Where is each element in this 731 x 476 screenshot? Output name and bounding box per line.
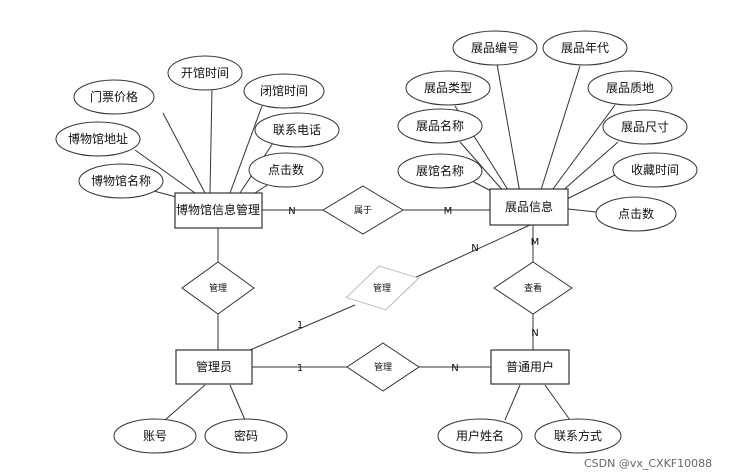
svg-text:展品年代: 展品年代 — [561, 41, 609, 55]
card-belongs-exhibit: M — [444, 206, 453, 217]
attr-exhibit-material: 展品质地 — [587, 70, 673, 106]
svg-text:闭馆时间: 闭馆时间 — [260, 83, 308, 98]
attr-user-name: 用户姓名 — [437, 418, 523, 454]
svg-text:管理员: 管理员 — [196, 359, 232, 374]
entity-museum: 博物馆信息管理 — [174, 192, 263, 229]
svg-text:查看: 查看 — [524, 282, 542, 294]
svg-text:展品编号: 展品编号 — [471, 40, 519, 55]
attr-admin-account: 账号 — [113, 418, 197, 454]
line-admin-account — [164, 384, 206, 421]
rel-admin-user: 管理 — [346, 342, 420, 392]
line-user-contact — [544, 384, 571, 421]
svg-text:密码: 密码 — [234, 428, 258, 443]
svg-text:博物馆信息管理: 博物馆信息管理 — [176, 202, 260, 217]
svg-text:博物馆地址: 博物馆地址 — [68, 131, 128, 146]
line-museum-open — [209, 87, 213, 194]
line-exhibit-size — [559, 141, 619, 194]
attr-museum-price: 门票价格 — [73, 79, 155, 115]
line-museum-price — [162, 112, 206, 194]
line-museum-close — [229, 105, 263, 194]
card-admin-exhibit-exhibit: N — [471, 243, 478, 254]
svg-text:展品质地: 展品质地 — [606, 81, 654, 95]
card-admin-exhibit-admin: 1 — [297, 320, 303, 331]
svg-text:开馆时间: 开馆时间 — [181, 65, 229, 80]
svg-text:属于: 属于 — [354, 205, 372, 216]
svg-text:展品类型: 展品类型 — [424, 81, 472, 95]
rel-belongs: 属于 — [322, 185, 404, 235]
line-museum-address — [134, 149, 196, 194]
svg-text:展品信息: 展品信息 — [505, 199, 553, 214]
svg-text:收藏时间: 收藏时间 — [631, 163, 679, 177]
attr-museum-name: 博物馆名称 — [78, 163, 164, 199]
entity-exhibit: 展品信息 — [489, 188, 569, 226]
entity-admin: 管理员 — [175, 349, 253, 385]
card-admin-user-user: N — [451, 363, 458, 374]
entity-user: 普通用户 — [490, 349, 570, 385]
card-view-user: N — [531, 328, 538, 339]
card-view-exhibit: M — [531, 237, 540, 248]
line-exhibit-clicks — [567, 208, 597, 213]
card-belongs-museum: N — [288, 206, 295, 217]
line-admin-manage-exhibit — [249, 304, 356, 351]
attr-exhibit-collect-time: 收藏时间 — [612, 152, 698, 188]
svg-text:普通用户: 普通用户 — [506, 359, 554, 374]
svg-text:展品名称: 展品名称 — [416, 118, 464, 133]
exhibit-attributes: 展品编号 展品年代 展品类型 展品质地 展品名称 展品尺寸 展馆名称 收藏时间 — [397, 30, 698, 232]
svg-text:账号: 账号 — [143, 429, 167, 443]
svg-text:博物馆名称: 博物馆名称 — [91, 173, 151, 188]
attr-museum-address: 博物馆地址 — [55, 121, 141, 157]
attr-user-contact: 联系方式 — [534, 418, 622, 454]
card-admin-user-admin: 1 — [297, 363, 303, 374]
attr-exhibit-size: 展品尺寸 — [602, 109, 688, 145]
line-exhibit-number — [496, 63, 521, 194]
museum-attributes: 门票价格 开馆时间 闭馆时间 博物馆地址 联系电话 博物馆名称 点击数 — [55, 55, 340, 199]
rel-user-view: 查看 — [493, 261, 573, 315]
svg-text:联系电话: 联系电话 — [273, 123, 321, 137]
attr-exhibit-era: 展品年代 — [542, 30, 628, 66]
line-exhibit-name — [459, 141, 506, 194]
svg-text:展品尺寸: 展品尺寸 — [621, 120, 669, 134]
user-attributes: 用户姓名 联系方式 — [437, 418, 622, 454]
svg-text:用户姓名: 用户姓名 — [456, 428, 504, 443]
svg-text:管理: 管理 — [209, 282, 227, 294]
line-manage-exhibit-exhibit — [409, 224, 531, 281]
svg-text:展馆名称: 展馆名称 — [416, 163, 464, 178]
entities: 博物馆信息管理 展品信息 管理员 普通用户 — [174, 188, 570, 385]
svg-text:联系方式: 联系方式 — [554, 428, 602, 443]
rel-admin-museum: 管理 — [181, 261, 255, 315]
relationships: 属于 管理 管理 查看 管理 — [181, 185, 573, 392]
attr-exhibit-type: 展品类型 — [405, 70, 491, 106]
attr-museum-close: 闭馆时间 — [243, 73, 325, 109]
svg-text:管理: 管理 — [373, 282, 391, 294]
watermark: CSDN @vx_CXKF10088 — [584, 457, 712, 470]
attr-admin-password: 密码 — [204, 418, 288, 454]
svg-text:管理: 管理 — [374, 361, 392, 373]
line-exhibit-material — [549, 104, 616, 194]
svg-text:门票价格: 门票价格 — [90, 89, 138, 104]
line-exhibit-era — [539, 65, 581, 194]
rel-admin-exhibit: 管理 — [345, 265, 420, 311]
attr-museum-phone: 联系电话 — [254, 112, 340, 148]
line-admin-password — [229, 384, 246, 421]
line-user-name — [504, 384, 521, 421]
attr-exhibit-clicks: 点击数 — [595, 196, 677, 232]
attr-exhibit-hall: 展馆名称 — [397, 153, 483, 189]
svg-text:点击数: 点击数 — [618, 206, 654, 221]
attr-exhibit-name: 展品名称 — [397, 108, 483, 144]
attr-exhibit-number: 展品编号 — [452, 30, 538, 66]
cardinalities: N M 1 N M N 1 N — [288, 206, 539, 374]
admin-attributes: 账号 密码 — [113, 418, 288, 454]
svg-text:点击数: 点击数 — [268, 162, 304, 177]
line-exhibit-collect-time — [564, 174, 616, 201]
attr-museum-open: 开馆时间 — [167, 55, 243, 91]
attr-museum-clicks: 点击数 — [248, 152, 324, 188]
